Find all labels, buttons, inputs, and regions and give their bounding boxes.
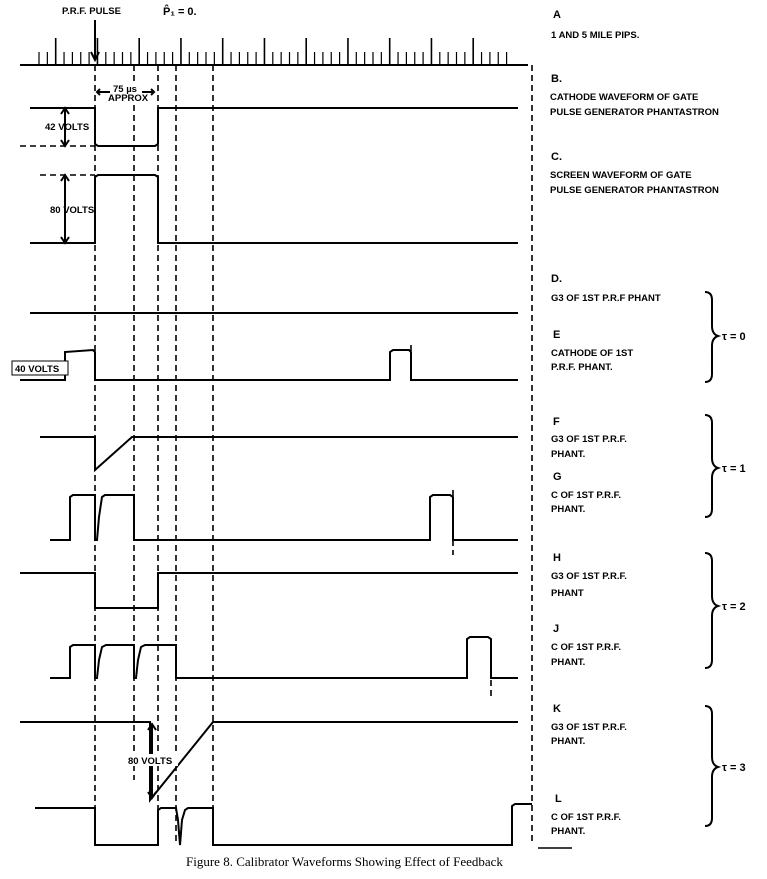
svg-text:C.: C.	[551, 151, 562, 163]
svg-text:PULSE GENERATOR PHANTASTRON: PULSE GENERATOR PHANTASTRON	[550, 107, 719, 118]
svg-text:G3 OF 1ST P.R.F.: G3 OF 1ST P.R.F.	[551, 571, 627, 582]
svg-text:G3 OF 1ST P.R.F PHANT: G3 OF 1ST P.R.F PHANT	[551, 293, 661, 304]
label-j: J C OF 1ST P.R.F. PHANT.	[551, 623, 621, 668]
label-l: L C OF 1ST P.R.F. PHANT.	[551, 793, 621, 837]
svg-text:PHANT.: PHANT.	[551, 736, 585, 747]
brace-tau-3: τ = 3	[704, 705, 746, 827]
svg-text:CATHODE WAVEFORM OF GATE: CATHODE WAVEFORM OF GATE	[550, 92, 698, 103]
svg-text:A: A	[553, 9, 561, 21]
waveform-j	[50, 636, 518, 679]
label-c: C. SCREEN WAVEFORM OF GATE PULSE GENERAT…	[550, 151, 719, 196]
brace-tau-1: τ = 1	[704, 414, 746, 518]
waveform-h	[20, 572, 518, 609]
waveform-e	[20, 348, 518, 381]
waveform-b	[30, 107, 518, 147]
svg-text:τ = 0: τ = 0	[722, 331, 746, 343]
svg-text:G3 OF 1ST P.R.F.: G3 OF 1ST P.R.F.	[551, 722, 627, 733]
waveform-g	[50, 494, 518, 541]
figure-caption: Figure 8. Calibrator Waveforms Showing E…	[186, 854, 503, 869]
svg-text:SCREEN WAVEFORM OF GATE: SCREEN WAVEFORM OF GATE	[550, 170, 692, 181]
label-g: G C OF 1ST P.R.F. PHANT.	[551, 471, 621, 515]
label-k: K G3 OF 1ST P.R.F. PHANT.	[551, 703, 627, 747]
svg-text:CATHODE OF 1ST: CATHODE OF 1ST	[551, 348, 633, 359]
svg-text:C OF 1ST P.R.F.: C OF 1ST P.R.F.	[551, 490, 621, 501]
label-f: F G3 OF 1ST P.R.F. PHANT.	[551, 416, 627, 460]
svg-text:E: E	[553, 329, 560, 341]
svg-text:PHANT.: PHANT.	[551, 504, 585, 515]
label-b: B. CATHODE WAVEFORM OF GATE PULSE GENERA…	[550, 73, 719, 118]
svg-text:τ = 2: τ = 2	[722, 601, 746, 613]
gate-width-label: 75 µs	[113, 84, 137, 95]
prf-pulse-label: P.R.F. PULSE	[62, 6, 121, 17]
svg-text:B.: B.	[551, 73, 562, 85]
svg-text:τ = 3: τ = 3	[722, 762, 746, 774]
brace-tau-2: τ = 2	[704, 552, 746, 669]
v80b-label: 80 VOLTS	[128, 756, 172, 767]
svg-text:PHANT.: PHANT.	[551, 449, 585, 460]
waveform-f	[40, 436, 518, 473]
svg-text:H: H	[553, 552, 561, 564]
label-d: D. G3 OF 1ST P.R.F PHANT	[551, 273, 661, 304]
svg-text:J: J	[553, 623, 559, 635]
waveform-l	[35, 803, 532, 846]
mile-pip-scale	[20, 38, 528, 66]
svg-text:τ = 1: τ = 1	[722, 463, 746, 475]
waveform-k	[20, 721, 518, 803]
svg-text:P.R.F. PHANT.: P.R.F. PHANT.	[551, 362, 613, 373]
svg-text:PULSE GENERATOR PHANTASTRON: PULSE GENERATOR PHANTASTRON	[550, 185, 719, 196]
svg-text:C OF 1ST P.R.F.: C OF 1ST P.R.F.	[551, 642, 621, 653]
svg-text:1 AND 5 MILE PIPS.: 1 AND 5 MILE PIPS.	[551, 30, 639, 41]
svg-text:D.: D.	[551, 273, 562, 285]
svg-text:PHANT: PHANT	[551, 588, 584, 599]
approx-label: APPROX	[108, 93, 149, 104]
svg-text:F: F	[553, 416, 560, 428]
label-h: H G3 OF 1ST P.R.F. PHANT	[551, 552, 627, 599]
svg-text:PHANT.: PHANT.	[551, 657, 585, 668]
svg-text:K: K	[553, 703, 561, 715]
svg-text:PHANT.: PHANT.	[551, 826, 585, 837]
brace-tau-0: τ = 0	[704, 291, 746, 383]
v40-label: 40 VOLTS	[15, 364, 59, 375]
label-e: E CATHODE OF 1ST P.R.F. PHANT.	[551, 329, 633, 373]
p1-label: P̂₁ = 0.	[163, 5, 197, 18]
svg-text:L: L	[555, 793, 562, 805]
svg-text:C OF 1ST P.R.F.: C OF 1ST P.R.F.	[551, 812, 621, 823]
label-a: A 1 AND 5 MILE PIPS.	[551, 9, 639, 41]
svg-text:G: G	[553, 471, 562, 483]
waveform-c	[30, 174, 518, 244]
v42-label: 42 VOLTS	[45, 122, 89, 133]
v80a-label: 80 VOLTS	[50, 205, 94, 216]
svg-text:G3 OF 1ST P.R.F.: G3 OF 1ST P.R.F.	[551, 434, 627, 445]
timing-dashed-lines	[94, 65, 533, 845]
